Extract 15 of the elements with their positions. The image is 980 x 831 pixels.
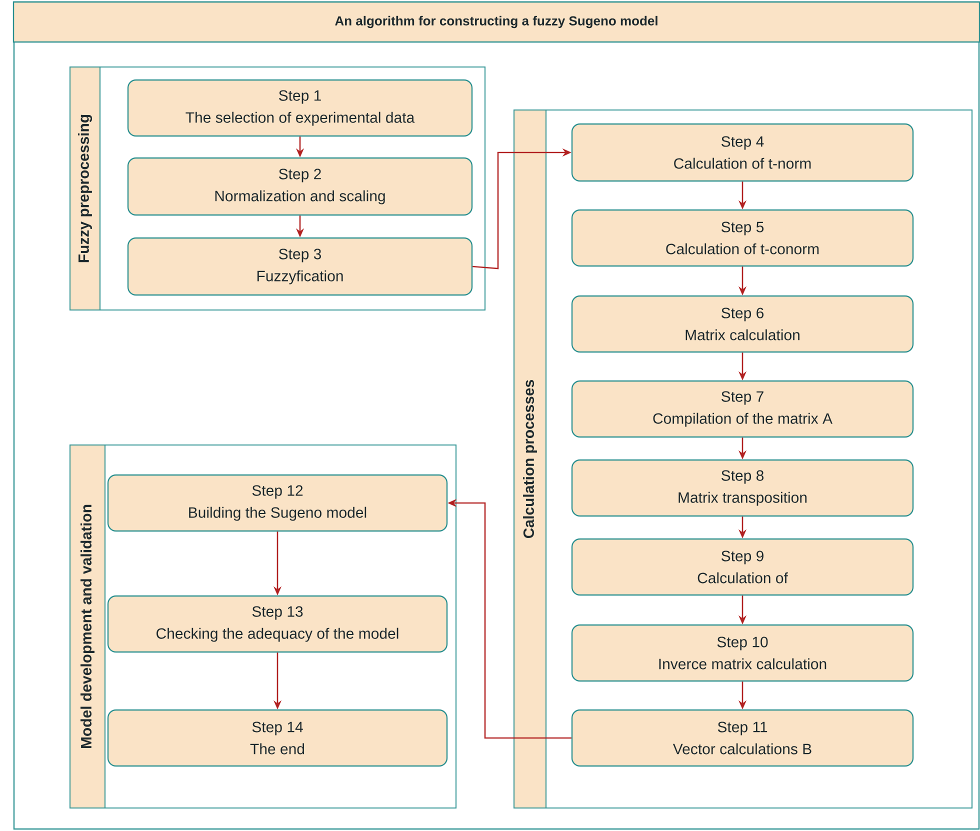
step-box: Step 13 Checking the adequacy of the model	[107, 595, 448, 653]
step-box: Step 5 Calculation of t-conorm	[571, 209, 914, 267]
step-box: Step 14 The end	[107, 709, 448, 767]
step-box: Step 8 Matrix transposition	[571, 459, 914, 517]
step-box: Step 9 Calculation of	[571, 538, 914, 596]
step-box: Step 6 Matrix calculation	[571, 295, 914, 353]
step-box: Step 1 The selection of experimental data	[127, 79, 473, 137]
step-box: Step 3 Fuzzyfication	[127, 237, 473, 296]
step-box: Step 11 Vector calculations B	[571, 709, 914, 767]
step-box: Step 2 Normalization and scaling	[127, 157, 473, 216]
step-box: Step 4 Calculation of t-norm	[571, 123, 914, 182]
step-box: Step 10 Inverce matrix calculation	[571, 624, 914, 682]
title-band: An algorithm for constructing a fuzzy Sugeno model	[12, 1, 980, 43]
step-box: Step 7 Compilation of the matrix A	[571, 380, 914, 438]
step-box: Step 12 Building the Sugeno model	[107, 474, 448, 532]
